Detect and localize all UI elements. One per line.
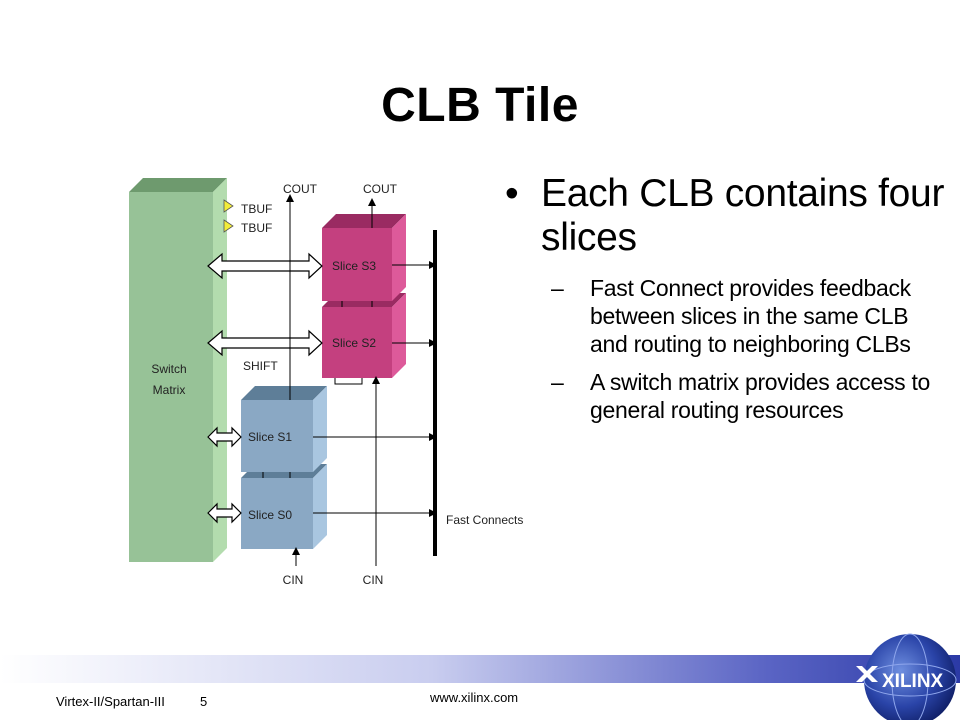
bullet-dot: • xyxy=(505,172,519,215)
cin-label-left: CIN xyxy=(283,573,304,587)
tbuf-triangle-icon xyxy=(223,219,234,233)
switch-matrix-label-1: Switch xyxy=(151,362,186,376)
slice-s0-label: Slice S0 xyxy=(248,508,292,522)
main-bullet-text: Each CLB contains four slices xyxy=(541,172,945,259)
bullet-list: • Each CLB contains four slices –Fast Con… xyxy=(505,172,945,434)
cout-label-right: COUT xyxy=(363,182,398,196)
page-number: 5 xyxy=(200,694,208,709)
sub-bullet: –Fast Connect provides feedback between … xyxy=(551,274,945,358)
cout-label-left: COUT xyxy=(283,182,318,196)
logo-text: XILINX xyxy=(882,671,944,692)
slice-s1 xyxy=(241,386,327,472)
sub-bullet-text: A switch matrix provides access to gener… xyxy=(590,369,931,423)
sub-bullet-dash: – xyxy=(551,275,564,301)
sub-bullet: –A switch matrix provides access to gene… xyxy=(551,368,945,424)
slide-title: CLB Tile xyxy=(381,79,579,132)
fast-connects-label: Fast Connects xyxy=(446,513,523,527)
shift-connection xyxy=(334,378,363,385)
tbuf-triangle-icon xyxy=(223,199,234,213)
cin-label-right: CIN xyxy=(363,573,384,587)
footer-gradient-bar xyxy=(0,655,960,683)
slice-s2-label: Slice S2 xyxy=(332,336,376,350)
main-bullet: • Each CLB contains four slices xyxy=(505,172,945,260)
sub-bullet-dash: – xyxy=(551,369,564,395)
slice-s1-label: Slice S1 xyxy=(248,430,292,444)
routing-double-arrows xyxy=(207,252,323,524)
shift-label: SHIFT xyxy=(243,359,278,373)
footer-course-title: Virtex-II/Spartan-III xyxy=(56,694,165,709)
tbuf-label-2: TBUF xyxy=(241,221,272,235)
sub-bullet-list: –Fast Connect provides feedback between … xyxy=(505,274,945,424)
slice-s0 xyxy=(241,464,327,549)
xilinx-logo-icon: XILINX xyxy=(856,633,957,720)
slice-s3 xyxy=(322,214,406,301)
footer-url: www.xilinx.com xyxy=(430,690,519,705)
slice-s3-label: Slice S3 xyxy=(332,259,376,273)
sub-bullet-text: Fast Connect provides feedback between s… xyxy=(590,275,911,357)
switch-matrix-label-2: Matrix xyxy=(153,383,186,397)
tbuf-label-1: TBUF xyxy=(241,202,272,216)
